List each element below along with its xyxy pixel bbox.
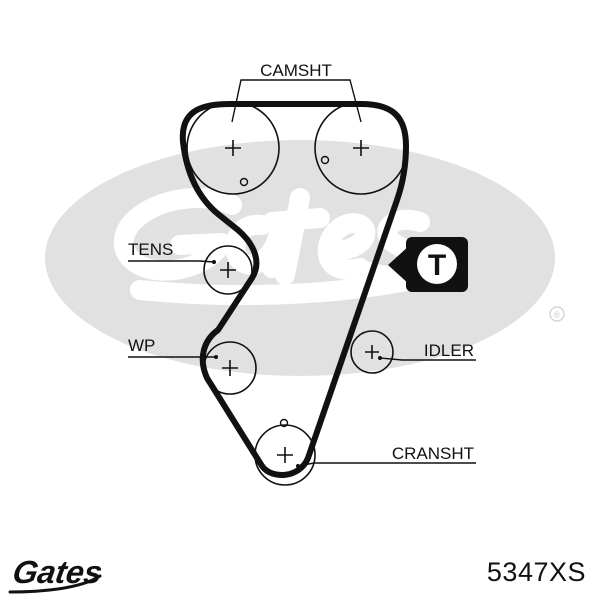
timing-mark-dot — [279, 418, 289, 428]
camshaft-leader — [231, 79, 362, 123]
plus-icon — [365, 345, 379, 359]
idler-label: IDLER — [424, 341, 474, 360]
registered-mark: ® — [554, 310, 561, 320]
timing-mark-dot — [239, 177, 249, 187]
plus-icon — [222, 360, 238, 376]
crankshaft-leader — [297, 462, 476, 467]
gates-logo: Gates — [8, 554, 105, 594]
plus-icon — [277, 447, 293, 463]
crankshaft-label: CRANSHT — [392, 444, 474, 463]
leader-lines — [128, 79, 476, 467]
logo-lettering: Gates — [10, 554, 105, 590]
idler-leader — [379, 357, 476, 361]
timing-belt — [179, 101, 409, 479]
plus-icon — [353, 140, 369, 156]
tension-marker-letter: T — [428, 249, 446, 282]
tensioner-pulley — [203, 245, 253, 295]
logo-swoosh — [8, 574, 102, 594]
tensioner-leader — [128, 260, 215, 263]
tension-marker-arrow — [388, 245, 410, 285]
plus-icon — [225, 140, 241, 156]
idler-pulley — [350, 330, 394, 374]
plus-icon — [220, 262, 236, 278]
camshaft-pulley-left — [186, 101, 280, 195]
tensioner-label: TENS — [128, 240, 173, 259]
camshaft-pulley-right — [314, 101, 408, 195]
camshaft-label: CAMSHT — [260, 61, 332, 80]
part-number: 5347XS — [486, 557, 586, 587]
water-pump-label: WP — [128, 336, 155, 355]
registered-circle — [549, 306, 565, 322]
timing-mark-dot — [320, 155, 330, 165]
gates-watermark: ® — [45, 140, 565, 376]
tension-marker: T — [388, 237, 468, 292]
